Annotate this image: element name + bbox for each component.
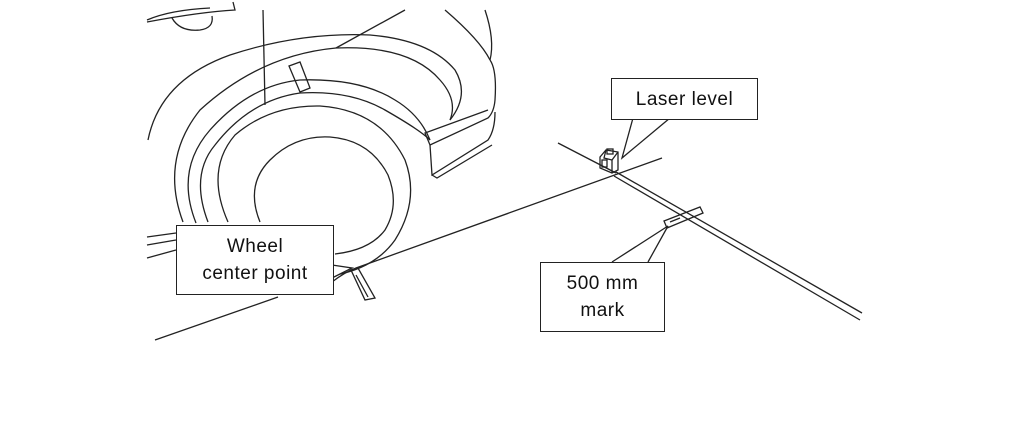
mark-label-line2: mark <box>580 300 625 321</box>
mark-callout: 500 mm mark <box>540 262 665 332</box>
laser-level-callout: Laser level <box>611 78 758 120</box>
mark-tape <box>663 206 704 229</box>
wheel-center-label-line2: center point <box>202 263 308 284</box>
mark-label-line1: 500 mm <box>566 273 639 294</box>
callout-pointers <box>331 117 671 279</box>
car-body <box>146 1 497 224</box>
laser-level-device <box>599 148 619 174</box>
laser-level-label: Laser level <box>635 88 734 110</box>
wheel-center-callout: Wheel center point <box>176 225 334 295</box>
tire <box>217 105 412 276</box>
wheel-center-label-line1: Wheel <box>226 236 284 257</box>
ground-lines <box>146 142 863 341</box>
